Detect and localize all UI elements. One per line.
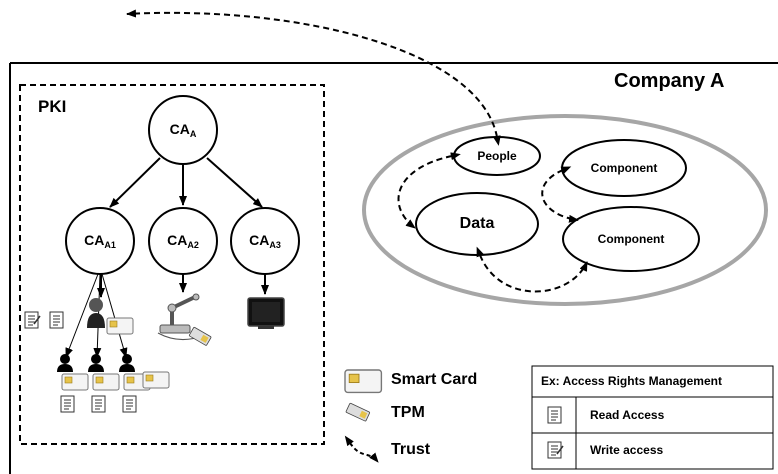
trust-arrows	[126, 9, 588, 293]
legend-tpm-label: TPM	[391, 404, 425, 421]
component-bottom-label: Component	[597, 232, 665, 246]
trust-legend-icon	[344, 435, 379, 463]
monitor-icon	[247, 297, 285, 329]
ca-a3-node	[230, 207, 300, 275]
ca-a2-node	[148, 207, 218, 275]
ca-a1-label: CAA1	[84, 232, 116, 250]
read-document-icon	[49, 311, 64, 329]
user-group-with-smart-cards-icon	[57, 354, 170, 391]
ca-a3-label: CAA3	[249, 232, 281, 250]
people-label: People	[477, 149, 517, 163]
pki-tree-edges	[65, 157, 269, 358]
access-table-title: Ex: Access Rights Management	[541, 374, 722, 388]
company-title: Company A	[614, 70, 725, 92]
root-ca-label: CAA	[169, 121, 197, 139]
smart-card-legend-icon	[344, 369, 383, 394]
read-access-label: Read Access	[590, 408, 665, 422]
component-bottom-node	[562, 206, 700, 272]
legend-trust-label: Trust	[391, 441, 431, 458]
write-access-icon	[547, 441, 564, 459]
user-doc-icons	[60, 395, 137, 413]
component-top-label: Component	[590, 161, 658, 175]
pki-title: PKI	[38, 97, 67, 116]
write-access-label: Write access	[590, 443, 664, 457]
tpm-legend-icon	[345, 402, 371, 422]
robot-arm-with-tpm-icon	[157, 293, 212, 346]
access-rights-table	[531, 365, 774, 470]
ca-a2-label: CAA2	[167, 232, 199, 250]
ca-a1-node	[65, 207, 135, 275]
read-access-icon	[547, 406, 562, 424]
user-with-smart-card-icon	[87, 298, 134, 335]
data-label: Data	[459, 215, 495, 232]
ecosystem-ring	[362, 114, 768, 306]
write-document-icon	[24, 311, 41, 329]
legend-smart-card-label: Smart Card	[391, 371, 478, 388]
